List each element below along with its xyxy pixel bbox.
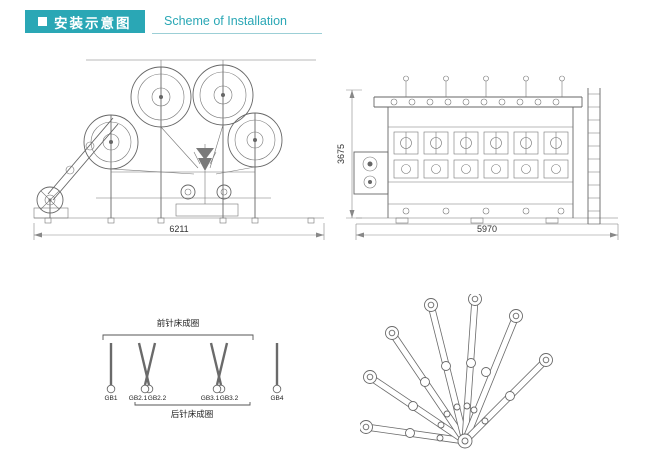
left-width-dim-label: 6211 — [169, 224, 188, 234]
drive-motor — [353, 151, 389, 195]
mechanism-row-upper — [393, 131, 569, 155]
guide-bar-diagram: 前针床成圈 GB1 GB2.1 GB2.2 GB3.1 GB3.2 GB4 后针… — [102, 318, 284, 419]
mechanism-row-lower — [393, 159, 569, 215]
back-needle-bed-label: 后针床成圈 — [171, 409, 214, 419]
fan-arm-2 — [363, 370, 469, 445]
header-divider — [152, 33, 322, 34]
width-dimension: 6211 — [33, 223, 325, 240]
fan-arm-5 — [461, 294, 482, 445]
knitting-elements-cluster — [110, 124, 256, 217]
yarn-beam-spools — [83, 64, 283, 170]
height-dimension: 3675 — [336, 89, 362, 219]
page-subtitle: Scheme of Installation — [164, 14, 287, 28]
gb3-1-label: GB3.1 — [201, 395, 220, 402]
front-bracket — [102, 334, 254, 340]
lever-fan-diagram — [360, 294, 553, 449]
guide-bar-gb1 — [106, 343, 116, 394]
page-title-banner: 安装示意图 — [25, 10, 145, 33]
fan-arm-7 — [461, 353, 553, 445]
machine-width-dim-label: 5970 — [477, 224, 497, 234]
fan-arm-6 — [461, 309, 523, 445]
service-ladder — [587, 88, 601, 225]
guide-bar-gb3-pair — [209, 342, 229, 394]
machine-frame — [356, 96, 618, 225]
square-bullet-icon — [38, 17, 47, 26]
width-dimension: 5970 — [355, 224, 619, 240]
gb2-1-label: GB2.1 — [129, 395, 148, 402]
top-beam-guides — [390, 75, 565, 106]
machine-height-dim-label: 3675 — [336, 144, 346, 164]
fan-pivot — [457, 433, 473, 449]
back-bracket — [134, 402, 251, 406]
gb3-2-label: GB3.2 — [220, 395, 239, 402]
fan-arm-3 — [385, 326, 469, 445]
machine-side-drawing: 3675 5970 — [336, 75, 619, 240]
creel-machine-drawing: 6211 — [33, 59, 325, 240]
gb2-2-label: GB2.2 — [148, 395, 167, 402]
front-needle-bed-label: 前针床成圈 — [157, 318, 200, 328]
inclined-creel-arm — [33, 117, 119, 219]
fan-arm-1 — [360, 420, 469, 445]
page-title: 安装示意图 — [54, 15, 132, 31]
guide-bar-gb2-pair — [137, 342, 157, 394]
gb1-label: GB1 — [104, 395, 117, 402]
fan-arm-4 — [424, 298, 469, 445]
creel-frame — [34, 59, 324, 224]
guide-bar-gb4 — [272, 343, 282, 394]
gb4-label: GB4 — [270, 395, 283, 402]
